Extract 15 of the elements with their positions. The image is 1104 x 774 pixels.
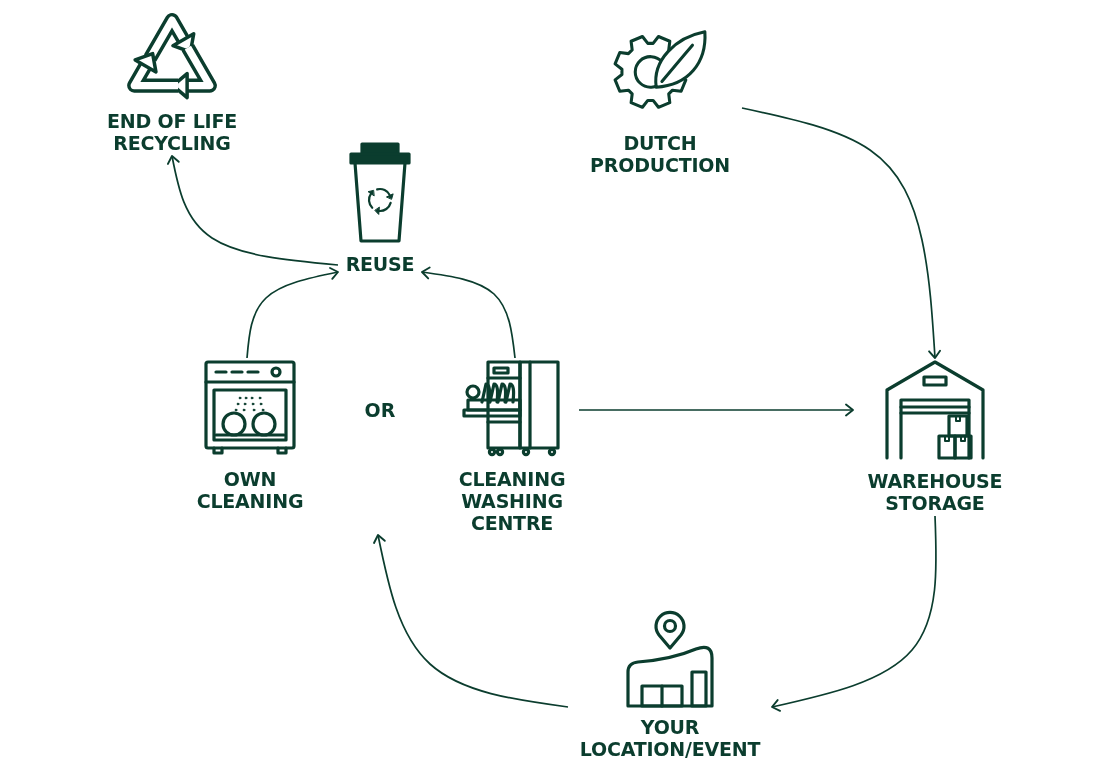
arrow [167, 155, 339, 266]
choice-label: OR [364, 399, 396, 421]
arrow [373, 534, 569, 708]
step-label: REUSE [344, 253, 416, 275]
step-label: END OF LIFE RECYCLING [106, 110, 238, 154]
step-label: DUTCH PRODUCTION [589, 132, 731, 176]
arrow [246, 267, 339, 359]
step-label: CLEANING WASHING CENTRE [457, 468, 567, 534]
step-label: OWN CLEANING [195, 468, 305, 512]
arrow [421, 266, 516, 359]
arrow [771, 515, 937, 712]
arrow [578, 403, 854, 417]
step-label: WAREHOUSE STORAGE [866, 470, 1004, 514]
arrow [741, 107, 941, 359]
step-label: YOUR LOCATION/EVENT [578, 716, 762, 760]
